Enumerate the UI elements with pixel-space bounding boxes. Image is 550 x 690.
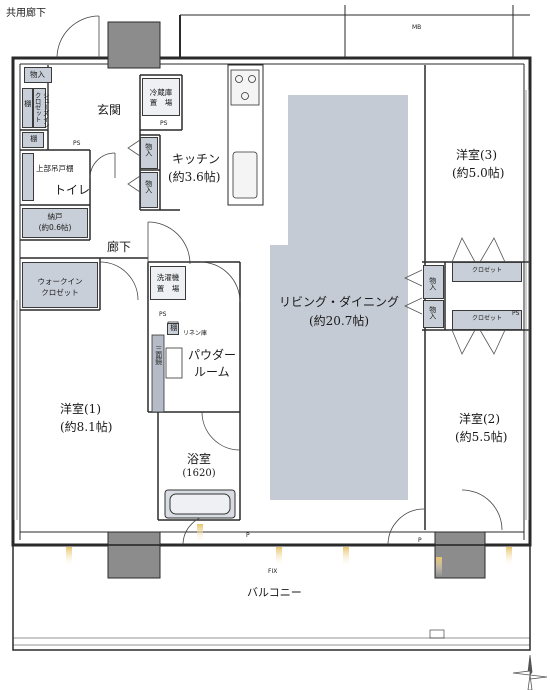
kitchen-size-label: (約3.6帖) — [168, 170, 221, 184]
shelf-label-wash: 棚 — [169, 324, 178, 331]
room3-size-label: (約5.0帖) — [452, 166, 505, 180]
compass-icon — [512, 654, 548, 690]
nando-label: 納戸 — [47, 212, 63, 221]
closet-label-room2: クロゼット — [471, 315, 502, 322]
powder-label-1: パウダー — [188, 348, 237, 362]
p-label-right: P — [418, 537, 422, 544]
mono-storage-kitchen-1 — [140, 137, 158, 169]
room2-label: 洋室(2) — [459, 412, 500, 426]
linen-box — [167, 323, 179, 335]
mono-storage-right-1 — [423, 265, 444, 299]
mono-label-kitchen-1: 物入 — [144, 143, 153, 156]
light-markers — [66, 524, 512, 577]
bath-size-label: (1620) — [182, 468, 216, 479]
p-label-bath: P — [246, 532, 250, 539]
washer-space — [150, 266, 186, 300]
kitchen-label: キッチン — [172, 152, 221, 166]
closet-room3 — [452, 262, 522, 282]
balcony-label: バルコニー — [247, 586, 302, 599]
ps-label-right: PS — [512, 310, 520, 317]
walkin-label-1: ウォークイン — [37, 277, 83, 286]
ps-label-wash: PS — [159, 311, 167, 318]
ps-label-kitchen: PS — [160, 120, 168, 127]
mono-label-kitchen-2: 物入 — [144, 180, 153, 193]
room1-label: 洋室(1) — [60, 402, 101, 416]
genkan-label: 玄関 — [97, 103, 122, 117]
vanity — [151, 321, 183, 413]
walkin-box — [22, 262, 98, 308]
living-floor-notch — [270, 95, 288, 245]
fix-label: FIX — [268, 568, 278, 575]
nando-box — [22, 208, 88, 238]
mono-storage-kitchen-2 — [140, 172, 158, 208]
closet-label-room3: クロゼット — [471, 267, 502, 274]
washer-label-1: 洗濯機 — [156, 273, 180, 282]
shoes-closet-label: シューズイン クロゼット — [33, 92, 50, 128]
nando-size-label: (約0.6帖) — [38, 223, 72, 232]
shoes-closet-box — [33, 88, 46, 128]
mono-label-right-1: 物入 — [428, 277, 437, 290]
upper-shelf-label: 上部吊戸棚 — [36, 164, 74, 173]
common-corridor-label: 共用廊下 — [6, 8, 46, 19]
shelf-box — [22, 88, 33, 128]
balcony-outline — [12, 544, 531, 651]
washer-label-2: 置 場 — [156, 284, 180, 293]
room2-size-label: (約5.5帖) — [455, 430, 508, 444]
powder-label-2: ルーム — [194, 365, 230, 379]
structural-columns — [107, 21, 486, 579]
ps-label-genkan: PS — [73, 140, 81, 147]
bathtub — [164, 489, 236, 519]
fridge-space — [142, 78, 180, 116]
mirror-cabinet-label: 三面鏡 — [154, 345, 163, 365]
windows — [13, 65, 530, 520]
mono-label-right-2: 物入 — [428, 306, 437, 319]
living-label: リビング・ダイニング — [278, 295, 399, 309]
mb-label: MB — [412, 24, 422, 31]
living-size-label: (約20.7帖) — [308, 314, 370, 328]
shelf-label-2: 棚 — [29, 135, 38, 142]
shelf-label: 棚 — [23, 100, 32, 107]
room3-label: 洋室(3) — [456, 148, 497, 162]
closet-doors — [127, 139, 506, 355]
interior-walls — [20, 64, 530, 533]
room1-size-label: (約8.1帖) — [60, 420, 113, 434]
shelf-box-2 — [22, 132, 44, 148]
mono-storage-right-2 — [423, 300, 444, 328]
bath-label: 浴室 — [186, 452, 211, 466]
fridge-label-1: 冷蔵庫 — [149, 88, 173, 97]
mono-storage-entrance — [24, 67, 52, 83]
roka-label: 廊下 — [107, 240, 132, 254]
fridge-label-2: 置 場 — [149, 98, 173, 107]
closet-room2 — [452, 310, 522, 330]
toilet-label: トイレ — [54, 183, 91, 197]
walkin-label-2: クロゼット — [41, 288, 79, 297]
upper-shelf-box — [22, 153, 34, 201]
mono-label-entrance: 物入 — [30, 70, 45, 79]
kitchen-fixtures — [230, 69, 260, 199]
linen-label: リネン庫 — [183, 330, 208, 337]
living-floor-tone — [270, 95, 408, 500]
